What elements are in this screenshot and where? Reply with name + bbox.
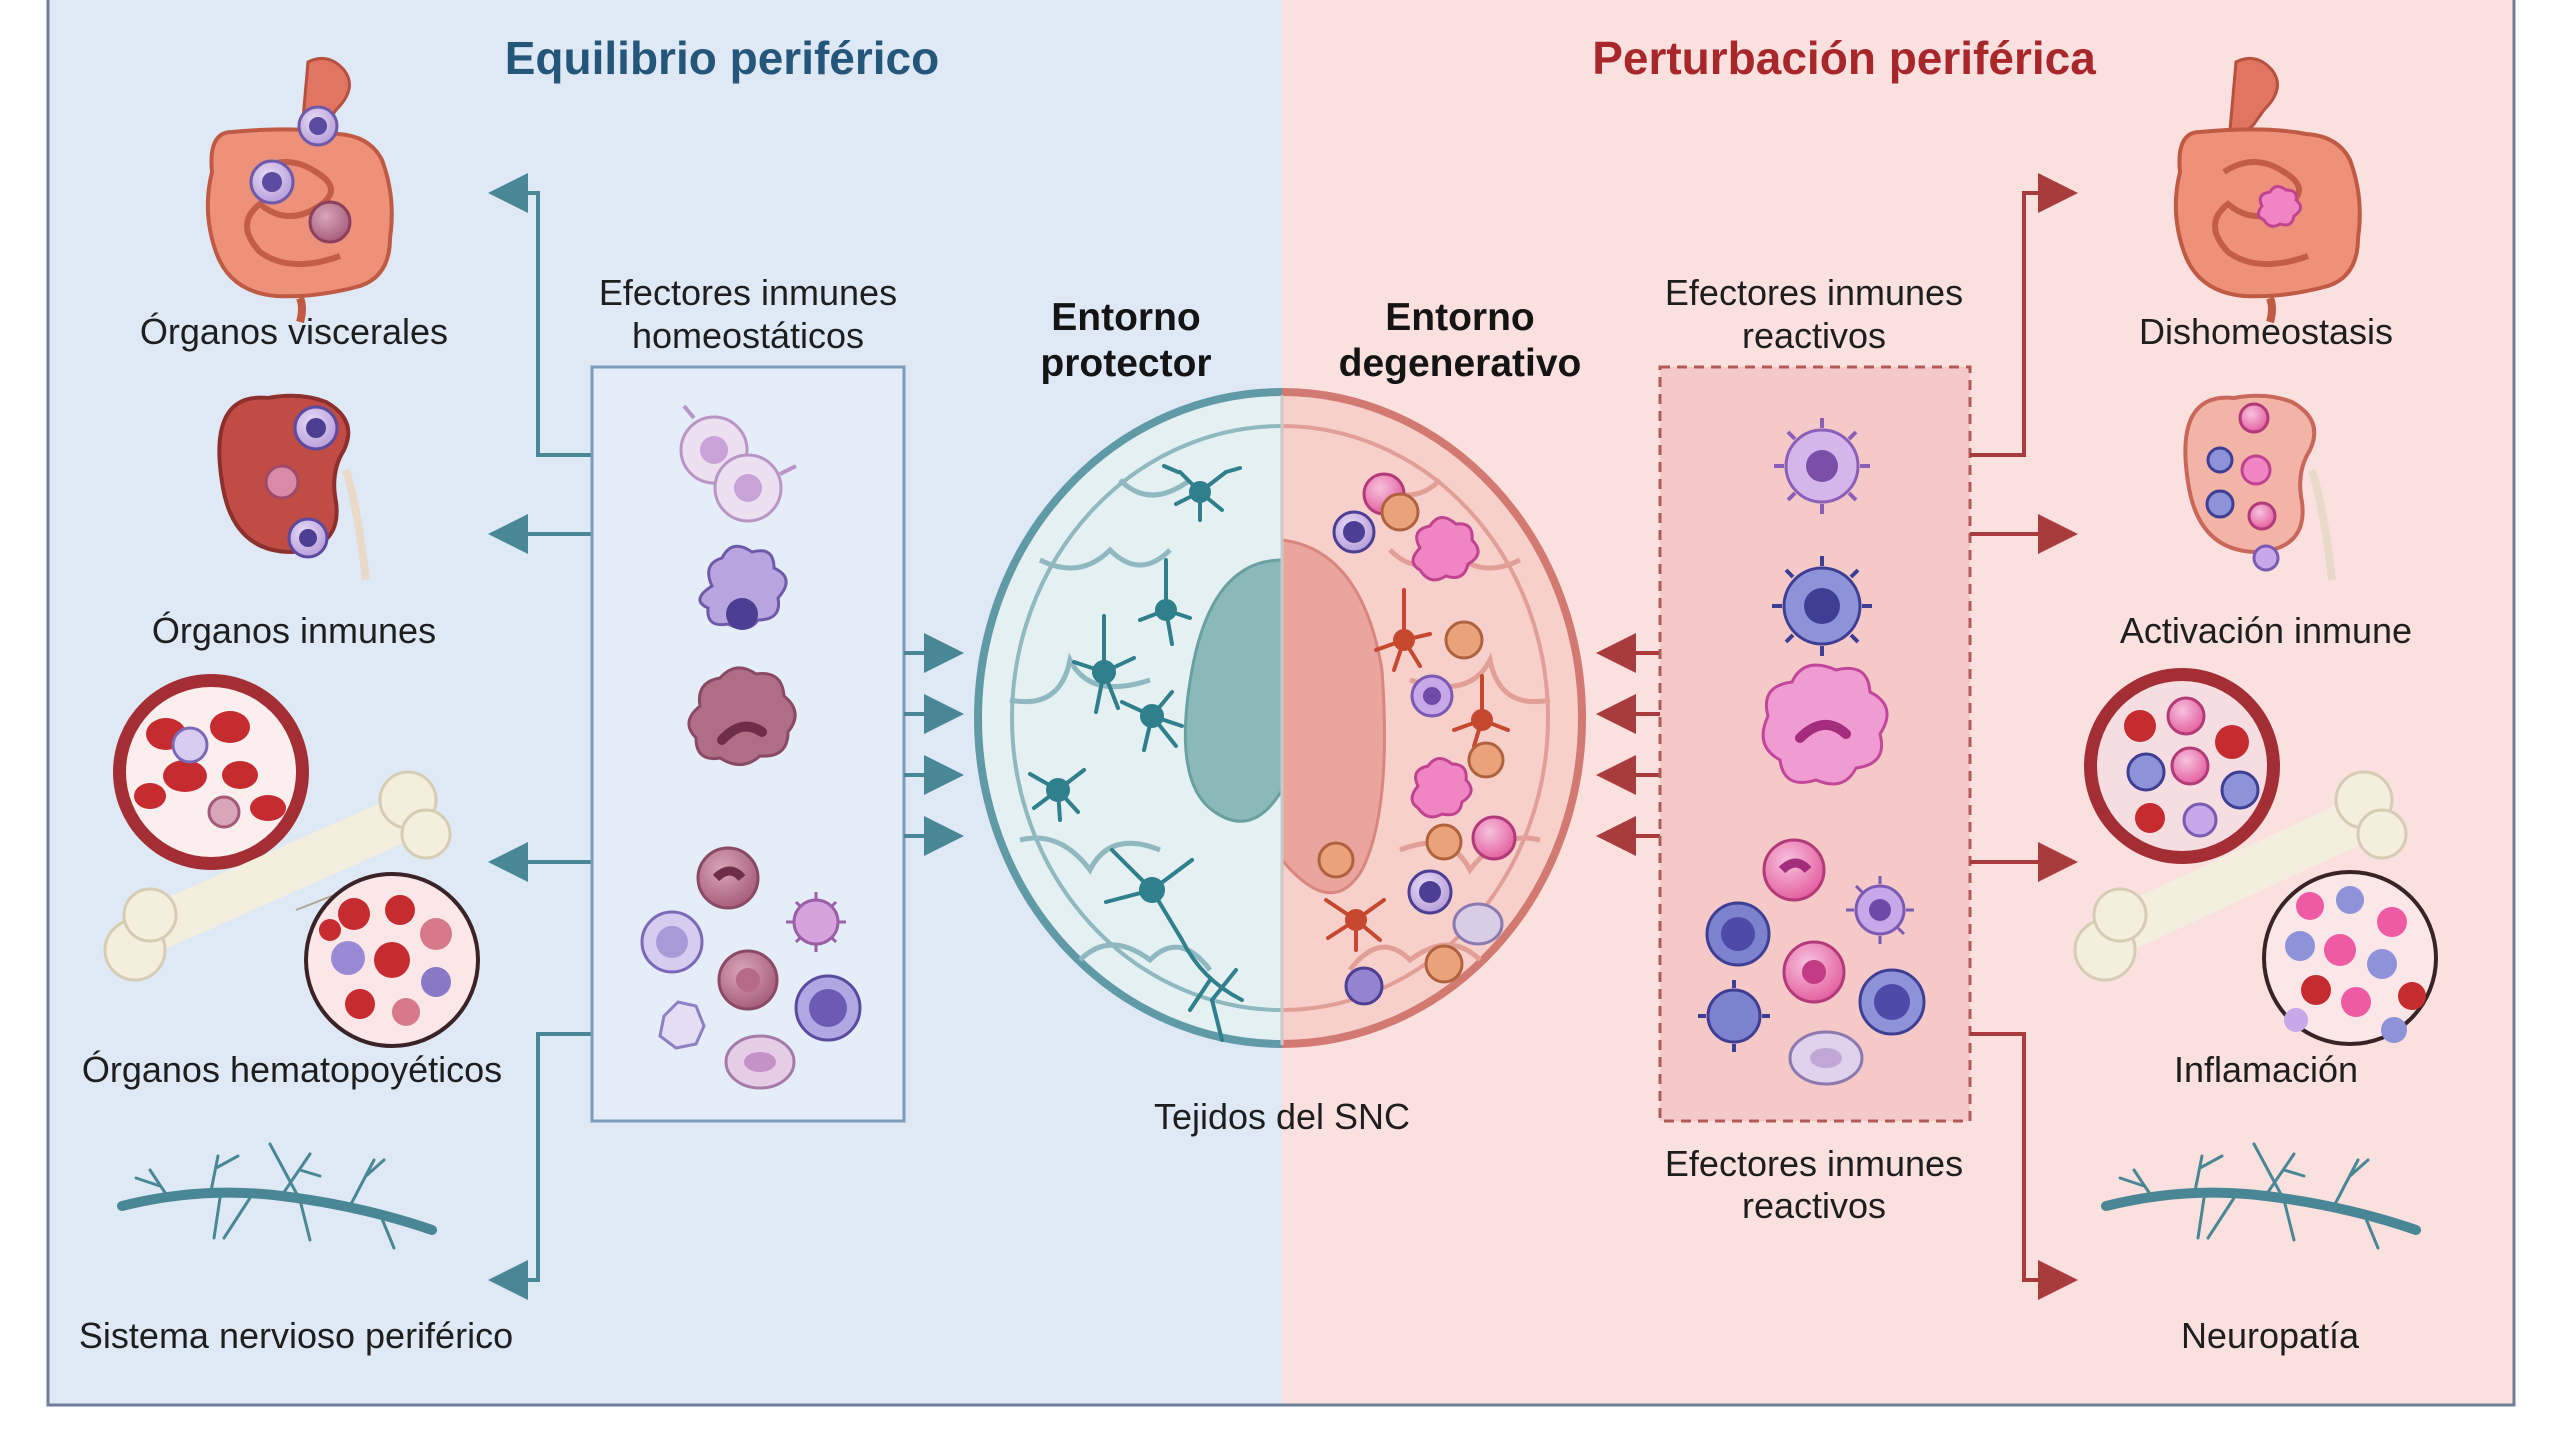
reactive-immune-cells	[1698, 418, 1926, 1086]
right-effectors-top-line1: Efectores inmunes	[1665, 272, 1963, 313]
outcome-label-immune-activation: Activación inmune	[2120, 610, 2412, 651]
bone-marrow-icon	[2262, 870, 2438, 1046]
outcome-label-dyshomeostasis: Dishomeostasis	[2139, 311, 2393, 352]
right-effectors-bottom-line2: reactivos	[1742, 1185, 1886, 1226]
blood-vessel-icon	[2084, 668, 2280, 864]
intestine-icon	[205, 56, 394, 324]
nerve-icon	[2101, 1142, 2421, 1250]
immune-cell-icon	[687, 666, 797, 766]
left-title: Equilibrio periférico	[505, 32, 940, 84]
arrow-icon	[1970, 1032, 2078, 1300]
left-input-arrows	[904, 633, 964, 856]
immune-cell-icon	[1698, 838, 1926, 1086]
left-effectors-label-line1: Efectores inmunes	[599, 272, 897, 313]
brain-protective-half	[974, 388, 1282, 1048]
homeostatic-immune-cells	[640, 404, 862, 1090]
arrow-icon	[1970, 173, 2078, 457]
immune-cell-icon	[1317, 472, 1517, 1006]
bone-icon	[103, 770, 452, 982]
cns-tissue-label: Tejidos del SNC	[1154, 1096, 1410, 1137]
intestine-icon	[2173, 56, 2362, 324]
immune-cell-icon	[1761, 663, 1889, 786]
organ-label-immune: Órganos inmunes	[152, 610, 436, 651]
left-effectors-label-line2: homeostáticos	[632, 315, 864, 356]
nerve-icon	[117, 1142, 437, 1250]
left-environment-line1: Entorno	[1051, 296, 1200, 339]
immune-cell-icon	[698, 544, 788, 630]
right-effectors-top-line2: reactivos	[1742, 315, 1886, 356]
brain-degenerative-half	[1282, 388, 1586, 1048]
immune-cell-icon	[1774, 418, 1870, 514]
right-input-arrows	[1596, 633, 1660, 856]
arrow-icon	[488, 1032, 592, 1300]
outcome-label-inflammation: Inflamación	[2174, 1049, 2358, 1090]
arrow-icon	[488, 173, 592, 457]
right-output-arrows	[1970, 173, 2078, 1300]
immune-cell-icon	[1772, 556, 1872, 656]
neuron-icon	[1324, 588, 1510, 952]
organ-label-peripheral-nervous: Sistema nervioso periférico	[79, 1315, 513, 1356]
right-title: Perturbación periférica	[1592, 32, 2096, 84]
bone-icon	[2073, 770, 2408, 982]
frame-border	[46, 0, 2516, 1407]
organ-label-hematopoietic: Órganos hematopoyéticos	[82, 1049, 502, 1090]
neuron-icon	[1028, 464, 1244, 1042]
left-output-arrows	[488, 173, 592, 1300]
right-environment-line1: Entorno	[1385, 296, 1534, 339]
brain-icon	[974, 388, 1586, 1048]
immune-cell-icon	[640, 846, 862, 1090]
blood-vessel-icon	[113, 674, 309, 870]
organ-label-visceral: Órganos viscerales	[140, 311, 448, 352]
right-effectors-bottom-line1: Efectores inmunes	[1665, 1143, 1963, 1184]
degenerative-brain-cells	[1317, 472, 1517, 1006]
immune-cell-icon	[679, 404, 797, 523]
left-environment-line2: protector	[1040, 342, 1211, 385]
bone-marrow-icon	[304, 872, 480, 1048]
outcome-label-neuropathy: Neuropatía	[2181, 1315, 2360, 1356]
kidney-icon	[2183, 393, 2336, 581]
kidney-icon	[217, 393, 370, 581]
right-environment-line2: degenerativo	[1339, 342, 1582, 385]
